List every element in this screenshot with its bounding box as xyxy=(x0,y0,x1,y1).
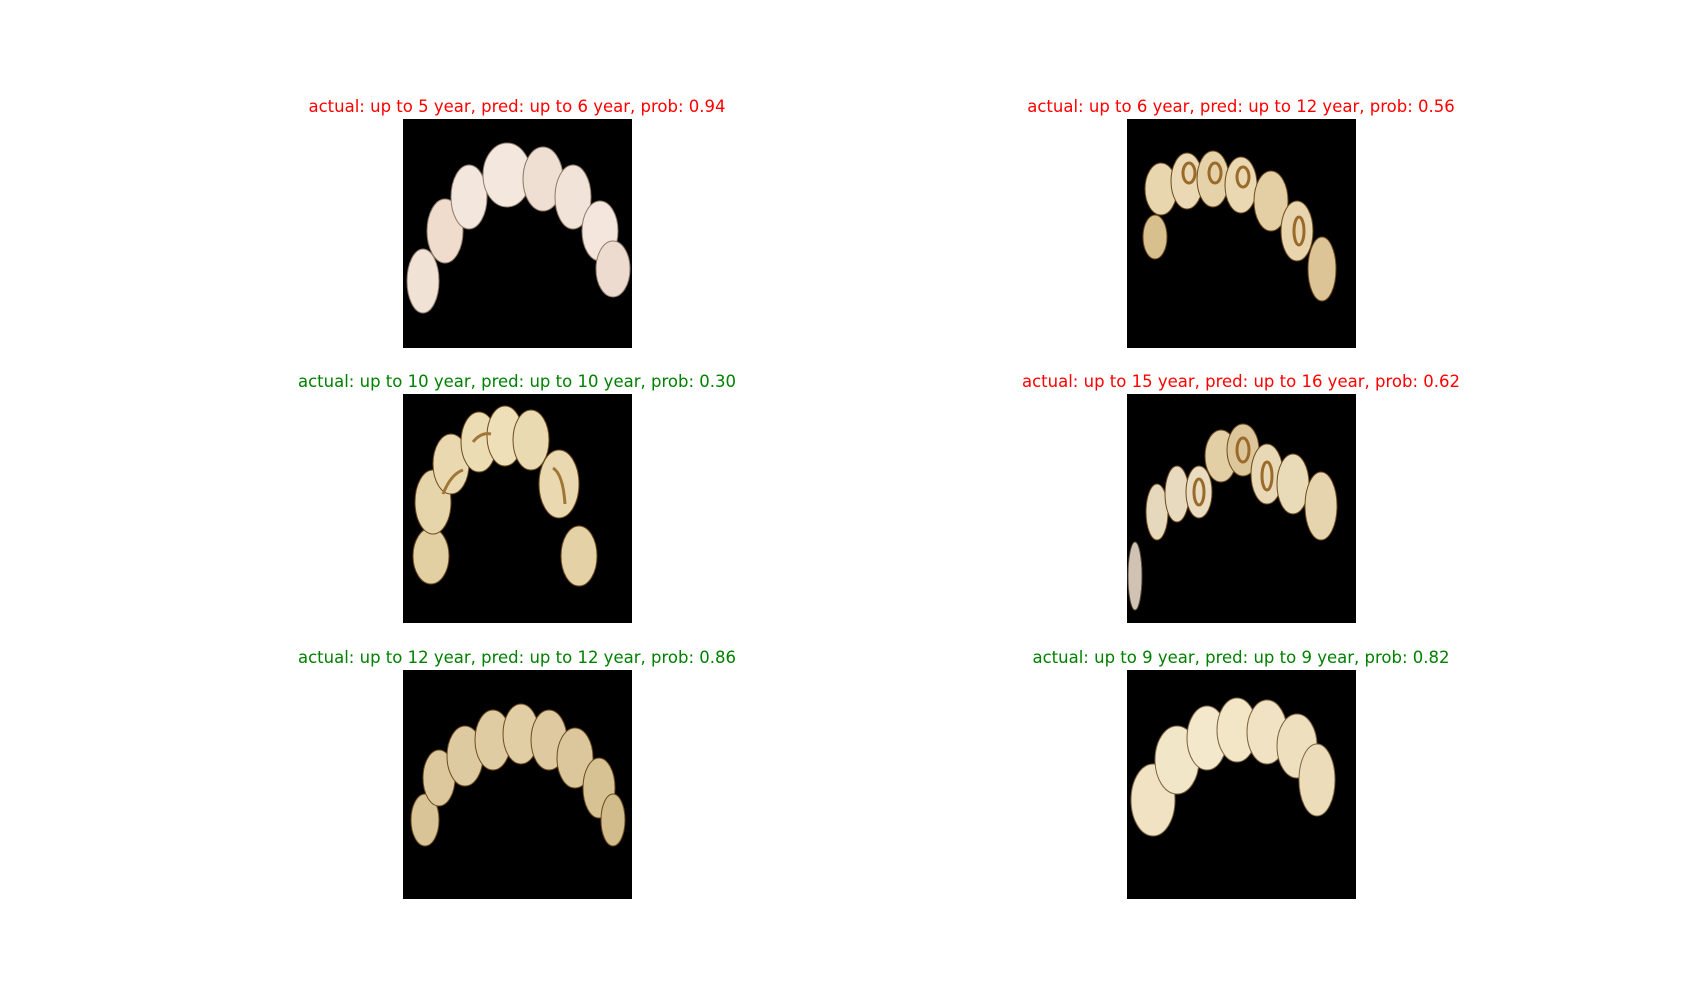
panel-title: actual: up to 10 year, pred: up to 10 ye… xyxy=(298,372,736,391)
panel-title: actual: up to 6 year, pred: up to 12 yea… xyxy=(1027,97,1455,116)
sample-panel: actual: up to 15 year, pred: up to 16 ye… xyxy=(991,372,1491,623)
dental-crown-arch-image xyxy=(403,670,632,899)
tooth-image xyxy=(403,394,632,623)
dental-crown-arch-image xyxy=(1127,394,1356,623)
sample-panel: actual: up to 5 year, pred: up to 6 year… xyxy=(267,97,767,348)
panel-title: actual: up to 5 year, pred: up to 6 year… xyxy=(308,97,726,116)
dental-crown-arch-image xyxy=(403,119,632,348)
panel-title: actual: up to 9 year, pred: up to 9 year… xyxy=(1032,648,1450,667)
tooth-image xyxy=(403,119,632,348)
sample-panel: actual: up to 6 year, pred: up to 12 yea… xyxy=(991,97,1491,348)
panel-title: actual: up to 15 year, pred: up to 16 ye… xyxy=(1022,372,1460,391)
tooth-image xyxy=(1127,670,1356,899)
panel-title: actual: up to 12 year, pred: up to 12 ye… xyxy=(298,648,736,667)
dental-crown-arch-image xyxy=(1127,119,1356,348)
sample-panel: actual: up to 12 year, pred: up to 12 ye… xyxy=(267,648,767,899)
sample-panel: actual: up to 9 year, pred: up to 9 year… xyxy=(991,648,1491,899)
tooth-image xyxy=(1127,119,1356,348)
tooth-image xyxy=(1127,394,1356,623)
dental-crown-arch-image xyxy=(1127,670,1356,899)
sample-panel: actual: up to 10 year, pred: up to 10 ye… xyxy=(267,372,767,623)
dental-crown-arch-image xyxy=(403,394,632,623)
tooth-image xyxy=(403,670,632,899)
